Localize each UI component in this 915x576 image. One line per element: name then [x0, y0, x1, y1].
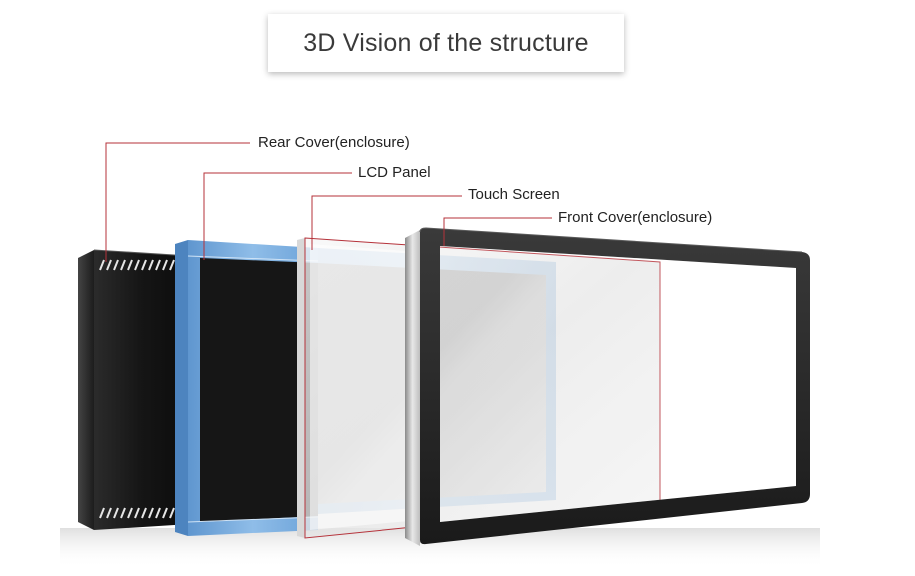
- rear-vent-bottom: [99, 507, 175, 519]
- leader-line-touch-screen: [311, 195, 462, 250]
- leader-line-rear-cover: [105, 142, 250, 262]
- label-front-cover: Front Cover(enclosure): [558, 209, 713, 226]
- diagram-title: 3D Vision of the structure: [303, 28, 589, 57]
- title-box: 3D Vision of the structure: [268, 14, 624, 72]
- label-touch-screen: Touch Screen: [468, 186, 560, 203]
- front-cover: [405, 227, 810, 546]
- rear-vent-top: [99, 259, 175, 271]
- leader-line-front-cover: [443, 217, 552, 246]
- label-lcd-panel: LCD Panel: [358, 164, 431, 181]
- leader-line-lcd-panel: [203, 172, 352, 260]
- rear-cover: [78, 249, 191, 530]
- leader-lines: [105, 142, 552, 262]
- lcd-panel: [175, 240, 319, 536]
- label-rear-cover: Rear Cover(enclosure): [258, 134, 410, 151]
- touch-screen: [297, 237, 661, 539]
